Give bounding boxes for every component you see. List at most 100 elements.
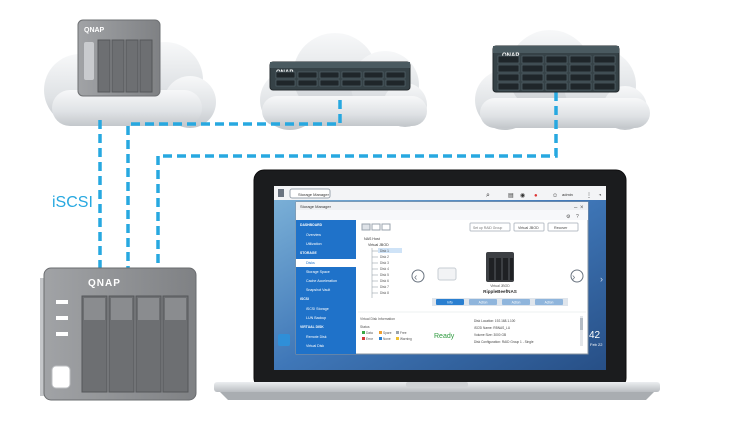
nas-large-brand: QNAP xyxy=(88,278,121,289)
view-list-icon[interactable] xyxy=(361,223,371,231)
prev-icon[interactable]: ‹ xyxy=(414,272,417,283)
jbod-thumbnail[interactable] xyxy=(437,267,457,281)
sidebar-item[interactable]: Virtual Disk xyxy=(306,344,324,348)
tab-storage-manager[interactable] xyxy=(289,188,331,199)
tree-virtual[interactable]: Virtual JBOD xyxy=(368,243,389,247)
rack-drive-bay xyxy=(521,64,544,73)
notifications-icon[interactable]: ◉ xyxy=(520,193,525,199)
legend-swatch xyxy=(379,337,382,340)
search-icon[interactable]: ⌕ xyxy=(486,192,490,199)
sidebar-item[interactable]: Overview xyxy=(306,233,321,237)
tree-root[interactable]: NAS Host xyxy=(364,237,380,241)
settings-icon[interactable]: ⚙ xyxy=(566,214,571,220)
recover-button[interactable] xyxy=(547,222,579,232)
sidebar-item[interactable]: Utilization xyxy=(306,242,322,246)
rack-drive-bay xyxy=(593,82,616,91)
details-scrollbar[interactable] xyxy=(580,318,583,330)
rack-drive-bay xyxy=(363,71,384,79)
rack-drive-bay xyxy=(593,73,616,82)
sidebar-item[interactable]: Cache Acceleration xyxy=(306,279,337,283)
next-icon[interactable]: › xyxy=(572,272,575,283)
rack-drive-bay xyxy=(545,73,568,82)
rack-drive-bay xyxy=(545,64,568,73)
desktop-clock: 42 xyxy=(589,330,601,341)
action-button[interactable] xyxy=(436,299,464,305)
virtual-jbod-button-label: Virtual JBOD xyxy=(518,226,539,230)
action-button-label: Action xyxy=(512,300,521,304)
sidebar-section: iSCSI xyxy=(300,297,309,301)
rack-drive-bay xyxy=(385,79,406,87)
alerts-icon[interactable]: ● xyxy=(534,193,538,199)
dashboard-icon[interactable]: ◔ xyxy=(598,193,602,199)
window-title: Storage Manager xyxy=(300,204,332,209)
desktop-next-icon[interactable]: › xyxy=(600,274,603,284)
rack-drive-bay xyxy=(569,55,592,64)
minimize-icon[interactable]: – xyxy=(574,205,578,211)
tree-node[interactable]: Disk 3 xyxy=(380,261,389,265)
tree-node[interactable]: Disk 2 xyxy=(380,255,389,259)
info-title: Virtual Disk Information xyxy=(360,317,395,321)
rack-drive-bay xyxy=(569,73,592,82)
legend-swatch xyxy=(396,331,399,334)
help-icon[interactable]: ? xyxy=(576,214,579,220)
iscsi-label: iSCSI xyxy=(52,194,93,211)
detail-line: Disk Location: 192.168.1.100 xyxy=(474,319,516,323)
legend-swatch xyxy=(362,331,365,334)
tree-node[interactable]: Disk 8 xyxy=(380,291,389,295)
legend-swatch xyxy=(379,331,382,334)
user-icon[interactable]: ☺ xyxy=(552,193,558,199)
tree-node[interactable]: Disk 1 xyxy=(380,249,389,253)
virtual-jbod-button[interactable] xyxy=(513,222,545,232)
sidebar-section: VIRTUAL DISK xyxy=(300,325,324,329)
close-icon[interactable]: × xyxy=(580,205,584,211)
rack-drive-bay xyxy=(521,55,544,64)
rack-drive-bay xyxy=(341,79,362,87)
sidebar-section: DASHBOARD xyxy=(300,223,323,227)
rack-drive-bay xyxy=(297,79,318,87)
rack-drive-bay xyxy=(385,71,406,79)
menu-icon[interactable] xyxy=(278,189,284,197)
tree-node[interactable]: Disk 5 xyxy=(380,273,389,277)
tree-node[interactable]: Disk 7 xyxy=(380,285,389,289)
legend-swatch xyxy=(362,337,365,340)
device-caption: Virtual JBOD xyxy=(490,284,510,288)
detail-line: Volume Size: 3000 GB xyxy=(474,333,506,337)
rack-drive-bay xyxy=(545,82,568,91)
status-value: Ready xyxy=(434,333,455,340)
sidebar-item[interactable]: iSCSI Storage xyxy=(306,307,329,311)
action-button[interactable] xyxy=(535,299,563,305)
nas-tower-small: QNAP xyxy=(77,19,161,97)
tree-node[interactable]: Disk 4 xyxy=(380,267,389,271)
desktop-app-icon[interactable] xyxy=(278,334,290,346)
legend-item: Free xyxy=(400,331,407,335)
view-tile-icon[interactable] xyxy=(381,223,391,231)
legend-item: Spare xyxy=(383,331,392,335)
tree-node-selected xyxy=(378,248,402,253)
action-button[interactable] xyxy=(469,299,497,305)
action-button[interactable] xyxy=(502,299,530,305)
more-icon[interactable]: ⋮ xyxy=(586,193,592,199)
sidebar-item[interactable]: LUN Backup xyxy=(306,316,326,320)
rack-nas-right: QNAP xyxy=(492,45,620,93)
user-name[interactable]: admin xyxy=(562,192,573,197)
rack-drive-bay xyxy=(319,79,340,87)
sidebar-item[interactable]: Snapshot Vault xyxy=(306,288,330,292)
view-grid-icon[interactable] xyxy=(371,223,381,231)
setup-raid-button-label: Set up RAID Group xyxy=(473,226,502,230)
rack-nas-middle: QNAP xyxy=(269,61,411,91)
sidebar-item[interactable]: Disks xyxy=(306,261,315,265)
rack-drive-bay xyxy=(319,71,340,79)
setup-raid-button[interactable] xyxy=(469,222,511,232)
detail-line: iSCSI Name: RBNAS_LU xyxy=(474,326,511,330)
rack-drive-bay xyxy=(275,71,296,79)
sidebar-item[interactable]: Storage Space xyxy=(306,270,330,274)
sidebar-item[interactable]: Remote Disk xyxy=(306,335,327,339)
legend-swatch xyxy=(396,337,399,340)
tasks-icon[interactable]: ▤ xyxy=(508,193,514,199)
sidebar-section: STORAGE xyxy=(300,251,317,255)
rack-drive-bay xyxy=(593,64,616,73)
rack-drive-bay xyxy=(593,55,616,64)
tree-node[interactable]: Disk 6 xyxy=(380,279,389,283)
rack-drive-bay xyxy=(545,55,568,64)
